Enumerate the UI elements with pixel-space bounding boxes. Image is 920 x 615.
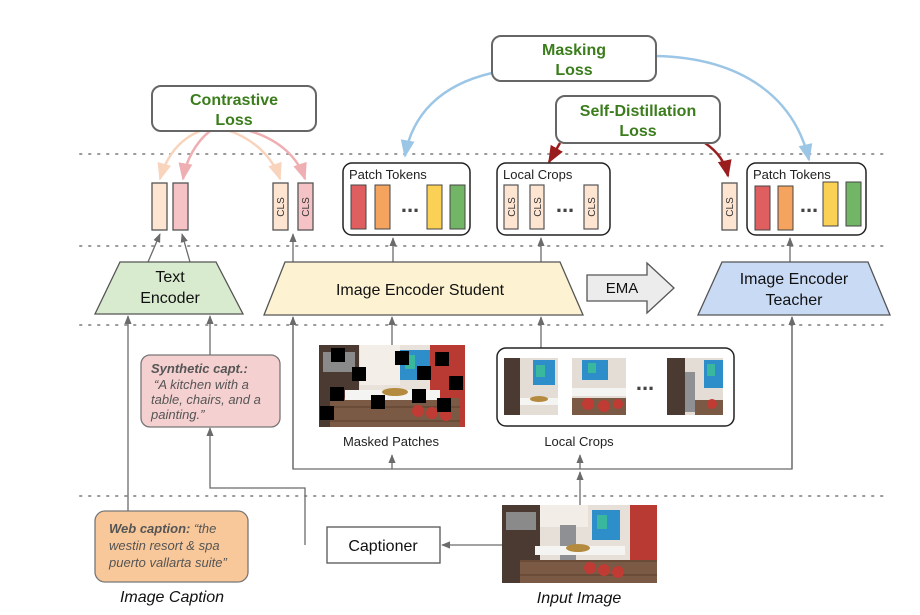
contrastive-peach-arrow-left bbox=[157, 129, 201, 181]
local-crops-panel-label: Local Crops bbox=[544, 434, 614, 449]
image-encoder-teacher-line1: Image Encoder bbox=[740, 271, 849, 288]
image-encoder-teacher: Image Encoder Teacher bbox=[696, 261, 891, 316]
web-caption-line2: westin resort & spa bbox=[109, 538, 220, 553]
synthetic-caption-box: Synthetic capt.: “A kitchen with a table… bbox=[140, 354, 281, 428]
local-crop-image bbox=[667, 358, 723, 415]
web-caption-line1-text: “the bbox=[190, 521, 216, 536]
cls-label: CLS bbox=[533, 197, 544, 217]
contrastive-loss-line1: Contrastive bbox=[190, 92, 278, 109]
loss-arrows bbox=[157, 54, 813, 181]
masked-patches-label: Masked Patches bbox=[343, 434, 440, 449]
patch-token-yellow bbox=[426, 184, 443, 230]
masking-loss-box: Masking Loss bbox=[491, 35, 657, 82]
student-patch-tokens-label: Patch Tokens bbox=[349, 167, 427, 182]
cls-label: CLS bbox=[725, 197, 736, 217]
captioner-box: Captioner bbox=[326, 526, 441, 564]
patch-token-orange bbox=[374, 184, 391, 230]
web-caption-label: Web caption: bbox=[109, 521, 190, 536]
image-encoder-student: Image Encoder Student bbox=[263, 261, 584, 316]
input-image bbox=[502, 505, 657, 583]
text-encoder-line1: Text bbox=[155, 269, 185, 286]
text-encoder: Text Encoder bbox=[93, 261, 245, 315]
web-caption-box: Web caption: “the westin resort & spa pu… bbox=[94, 510, 249, 583]
teacher-patch-tokens-group: Patch Tokens ... bbox=[746, 162, 867, 236]
cls-label: CLS bbox=[507, 197, 518, 217]
cls-label: CLS bbox=[587, 197, 598, 217]
captioner-to-synthetic-caption-arrow bbox=[206, 427, 306, 545]
patch-token-yellow bbox=[822, 181, 839, 227]
ema-arrow: EMA bbox=[586, 261, 675, 315]
local-crops-tokens-group: Local Crops CLS CLS ... CLS bbox=[496, 162, 611, 236]
image-caption-label: Image Caption bbox=[120, 589, 224, 606]
local-crop-image bbox=[572, 358, 626, 415]
image-encoder-student-label: Image Encoder Student bbox=[336, 282, 505, 299]
text-tokens bbox=[151, 182, 189, 231]
student-patch-tokens-group: Patch Tokens ... bbox=[342, 162, 471, 236]
ema-label: EMA bbox=[606, 280, 639, 297]
image-encoder-teacher-line2: Teacher bbox=[766, 292, 824, 309]
synthetic-caption-line1: “A kitchen with a bbox=[154, 377, 249, 392]
contrastive-peach-arrow-right bbox=[229, 129, 282, 181]
self-distillation-loss-box: Self-Distillation Loss bbox=[555, 95, 721, 144]
encoder-output-arrows bbox=[147, 233, 794, 263]
masked-patches-image bbox=[319, 345, 465, 427]
patch-tokens-ellipsis: ... bbox=[800, 192, 818, 217]
mask-squares bbox=[320, 348, 463, 420]
synthetic-caption-line2: table, chairs, and a bbox=[151, 392, 261, 407]
captioner-label: Captioner bbox=[348, 538, 418, 555]
patch-token-green bbox=[449, 184, 466, 230]
student-cls-tokens: CLS CLS bbox=[272, 182, 314, 231]
text-token-peach bbox=[151, 182, 168, 231]
masking-loss-line1: Masking bbox=[542, 42, 606, 59]
patch-token-red bbox=[350, 184, 367, 230]
local-crops-panel: ... bbox=[496, 347, 735, 427]
self-distillation-loss-line2: Loss bbox=[619, 123, 656, 140]
self-distillation-loss-line1: Self-Distillation bbox=[580, 103, 696, 120]
contrastive-pink-arrow-left bbox=[178, 130, 211, 181]
masking-loss-line2: Loss bbox=[555, 62, 592, 79]
text-token-pink bbox=[172, 182, 189, 231]
local-crops-panel-ellipsis: ... bbox=[636, 370, 654, 395]
text-encoder-line2: Encoder bbox=[140, 290, 200, 307]
teacher-cls-token: CLS bbox=[721, 182, 738, 231]
selfdist-to-teacher-cls-arrow bbox=[704, 141, 732, 178]
cls-label: CLS bbox=[276, 197, 287, 217]
contrastive-loss-line2: Loss bbox=[215, 112, 252, 129]
teacher-patch-tokens-label: Patch Tokens bbox=[753, 167, 831, 182]
cls-label: CLS bbox=[301, 197, 312, 217]
input-image-label: Input Image bbox=[537, 590, 622, 607]
patch-tokens-ellipsis: ... bbox=[401, 192, 419, 217]
dotted-separators bbox=[79, 153, 889, 497]
patch-token-orange bbox=[777, 185, 794, 231]
patch-token-red bbox=[754, 185, 771, 231]
masking-to-student-arrow bbox=[400, 71, 493, 158]
local-crops-tokens-label: Local Crops bbox=[503, 167, 573, 182]
local-crops-ellipsis: ... bbox=[556, 192, 574, 217]
patch-token-green bbox=[845, 181, 862, 227]
web-caption-line3: puerto vallarta suite” bbox=[108, 555, 227, 570]
routing-lines bbox=[124, 315, 796, 549]
web-caption-line1: Web caption: “the bbox=[109, 521, 216, 536]
synthetic-caption-label: Synthetic capt.: bbox=[151, 361, 248, 376]
masking-to-teacher-arrow bbox=[655, 54, 813, 162]
contrastive-loss-box: Contrastive Loss bbox=[151, 85, 317, 132]
selfdist-to-local-crops-arrow bbox=[547, 142, 563, 164]
local-crop-image bbox=[504, 358, 558, 415]
contrastive-pink-arrow-right bbox=[249, 129, 307, 181]
synthetic-caption-line3: painting.” bbox=[150, 407, 205, 422]
